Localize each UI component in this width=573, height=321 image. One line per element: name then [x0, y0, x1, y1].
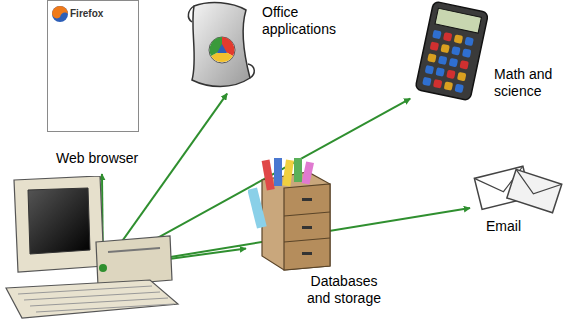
email-picture: [472, 160, 567, 218]
node-label: Office applications: [262, 4, 340, 38]
logo-text: Firefox: [70, 8, 130, 20]
office-picture: [180, 0, 260, 92]
computer: [0, 176, 180, 321]
office-icon: Office applications: [180, 0, 342, 92]
computer-picture: [0, 176, 180, 321]
node-label: Web browser: [56, 150, 156, 167]
node-label: Email: [486, 218, 556, 235]
node-label: Math and science: [494, 66, 568, 100]
browser-logo: [51, 5, 69, 23]
database-icon: Databases and storage: [248, 158, 398, 318]
email-icon: Email: [472, 160, 567, 240]
math-picture: [412, 0, 494, 104]
math-icon: Math and science: [412, 0, 570, 108]
browser-window: FirefoxWeb browser: [44, 0, 158, 172]
db-picture: [248, 158, 338, 272]
node-label: Databases and storage: [298, 273, 390, 307]
